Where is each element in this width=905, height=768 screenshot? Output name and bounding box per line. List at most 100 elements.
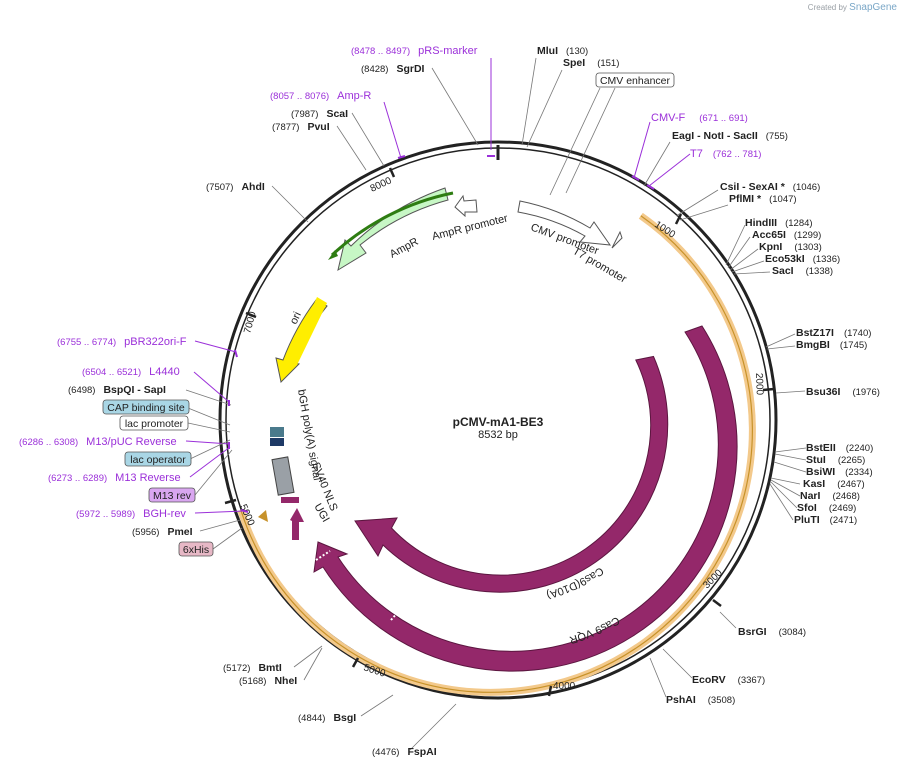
site-saci: SacI(1338) — [772, 265, 833, 277]
site-bmgbi: BmgBI(1745) — [796, 339, 867, 351]
site-nhei: (5168)NheI — [239, 675, 297, 687]
site-pshai-pos: (3508) — [708, 695, 735, 706]
site-bsrgi-name: BsrGI — [738, 626, 767, 638]
primer-markers — [228, 155, 655, 513]
primer-l4440: (6504 .. 6521)L4440 — [82, 366, 180, 378]
site-ecorv: EcoRV (3367) — [692, 674, 765, 686]
site-mlui-pos: (130) — [566, 46, 588, 57]
site-fspai: (4476) FspAI — [372, 746, 437, 758]
site-nari-pos: (2468) — [832, 491, 859, 502]
cmv-promoter-arrow — [517, 200, 612, 246]
site-kasi-pos: (2467) — [837, 479, 864, 490]
site-scai-name: ScaI — [326, 108, 348, 120]
site-bsgi: (4844) BsgI — [298, 712, 356, 724]
site-acc65i-pos: (1299) — [794, 230, 821, 241]
snapgene-brand: SnapGene — [849, 2, 897, 13]
backbone-outer — [218, 140, 778, 700]
site-bsgi-pos: (4844) — [298, 713, 325, 724]
site-labels: MluI(130) SpeI(151) EagI - NotI - SacII(… — [68, 45, 880, 758]
site-fspai-name: FspAI — [407, 746, 436, 758]
lac-promoter-leader — [187, 422, 231, 433]
tick-label-4000: 4000 — [553, 681, 576, 692]
plasmid-name: pCMV-mA1-BE3 — [453, 415, 544, 429]
ampr-label: AmpR — [388, 236, 421, 261]
primer-cmv-f-name: CMV-F — [651, 112, 686, 124]
cmv-enhancer-leader — [565, 87, 616, 194]
site-sgrdi-name: SgrDI — [396, 63, 424, 75]
primer-t7-range: (762 .. 781) — [713, 149, 762, 160]
6xhis-leader — [212, 527, 243, 550]
site-saci-name: SacI — [772, 265, 794, 277]
cmv-enhancer-label: CMV enhancer — [600, 75, 671, 87]
site-bspqi-sapi: (6498)BspQI - SapI — [68, 384, 166, 396]
site-eagi-noti-sacii: EagI - NotI - SacII(755) — [672, 130, 788, 142]
site-sgrdi-pos: (8428) — [361, 64, 388, 75]
primer-bgh-rev-name: BGH-rev — [143, 508, 186, 520]
6xhis-box — [178, 541, 214, 557]
site-sgrdi: (8428) SgrDI — [361, 63, 425, 75]
site-bmti-pos: (5172) — [223, 663, 250, 674]
plasmid-size: 8532 bp — [478, 429, 518, 441]
site-eco53ki-name: Eco53kI — [765, 253, 805, 265]
ampr-green-band — [330, 191, 454, 257]
primer-pbr322ori-f-range: (6755 .. 6774) — [57, 337, 116, 348]
cap-binding-site-label: CAP binding site — [107, 402, 185, 414]
6xhis-label: 6xHis — [183, 544, 209, 556]
tick-label-2000: 2000 — [753, 373, 765, 396]
site-pvui-name: PvuI — [307, 121, 329, 133]
primer-m13-puc-name: M13/pUC Reverse — [86, 436, 176, 448]
ori-label: ori — [288, 310, 304, 326]
site-nhei-name: NheI — [274, 675, 297, 687]
primer-m13-puc-reverse: (6286 .. 6308) M13/pUC Reverse — [19, 436, 177, 448]
primer-bgh-rev-range: (5972 .. 5989) — [76, 509, 135, 520]
primer-m13-puc-range: (6286 .. 6308) — [19, 437, 78, 448]
primer-m13-reverse-range: (6273 .. 6289) — [48, 473, 107, 484]
site-ecorv-pos: (3367) — [738, 675, 765, 686]
primer-amp-r: (8057 .. 8076)Amp-R — [270, 90, 371, 102]
site-acc65i-name: Acc65I — [752, 229, 786, 241]
site-hindiii-pos: (1284) — [785, 218, 812, 229]
site-scai: (7987)ScaI — [291, 108, 348, 120]
site-bsrgi-pos: (3084) — [779, 627, 806, 638]
bp-ticks — [224, 167, 775, 697]
site-ahdi-name: AhdI — [241, 181, 264, 193]
snapgene-credit: Created by SnapGene — [808, 2, 897, 13]
lac-operator-label: lac operator — [130, 454, 186, 466]
site-hindiii: HindIII (1284) — [745, 217, 813, 229]
primer-labels: (8478 .. 8497)pRS-marker (8057 .. 8076)A… — [19, 45, 761, 520]
cap-leader — [187, 407, 231, 426]
site-ecorv-name: EcoRV — [692, 674, 726, 686]
site-csii-sexai: CsiI - SexAI *(1046) — [720, 181, 820, 193]
primer-pbr322ori-f: (6755 .. 6774) pBR322ori-F — [57, 336, 187, 348]
site-bstz17i: BstZ17I(1740) — [796, 327, 871, 339]
site-bsteii-pos: (2240) — [846, 443, 873, 454]
m13-rev-leader — [194, 449, 233, 496]
ori-body — [288, 297, 327, 365]
primer-pbr322ori-f-name: pBR322ori-F — [124, 336, 187, 348]
primer-m13-reverse: (6273 .. 6289)M13 Reverse — [48, 472, 181, 484]
site-ahdi-pos: (7507) — [206, 182, 233, 193]
site-hindiii-name: HindIII — [745, 217, 777, 229]
site-pshai: PshAI(3508) — [666, 694, 735, 706]
site-pmei-pos: (5956) — [132, 527, 159, 538]
site-bsu36i-pos: (1976) — [852, 387, 879, 398]
site-pmei: (5956)PmeI — [132, 526, 193, 538]
site-bsu36i: Bsu36I(1976) — [806, 386, 880, 398]
site-bsiwi-pos: (2334) — [845, 467, 872, 478]
site-sfoi-pos: (2469) — [829, 503, 856, 514]
site-bsgi-name: BsgI — [333, 712, 356, 724]
site-eagi-pos: (755) — [766, 131, 788, 142]
cas9-vqr-dash — [390, 611, 399, 621]
site-bsiwi: BsiWI (2334) — [806, 466, 873, 478]
orf-band-arrowhead — [258, 510, 268, 522]
site-bstz17i-name: BstZ17I — [796, 327, 834, 339]
site-bsiwi-name: BsiWI — [806, 466, 835, 478]
site-sfoi-name: SfoI — [797, 502, 817, 514]
lac-promoter-label: lac promoter — [125, 418, 184, 430]
cas9-d10a-arrow — [354, 355, 669, 593]
site-eco53ki-pos: (1336) — [813, 254, 840, 265]
site-fspai-pos: (4476) — [372, 747, 399, 758]
site-pluti: PluTI(2471) — [794, 514, 857, 526]
primer-prs-marker-name: pRS-marker — [418, 45, 478, 57]
